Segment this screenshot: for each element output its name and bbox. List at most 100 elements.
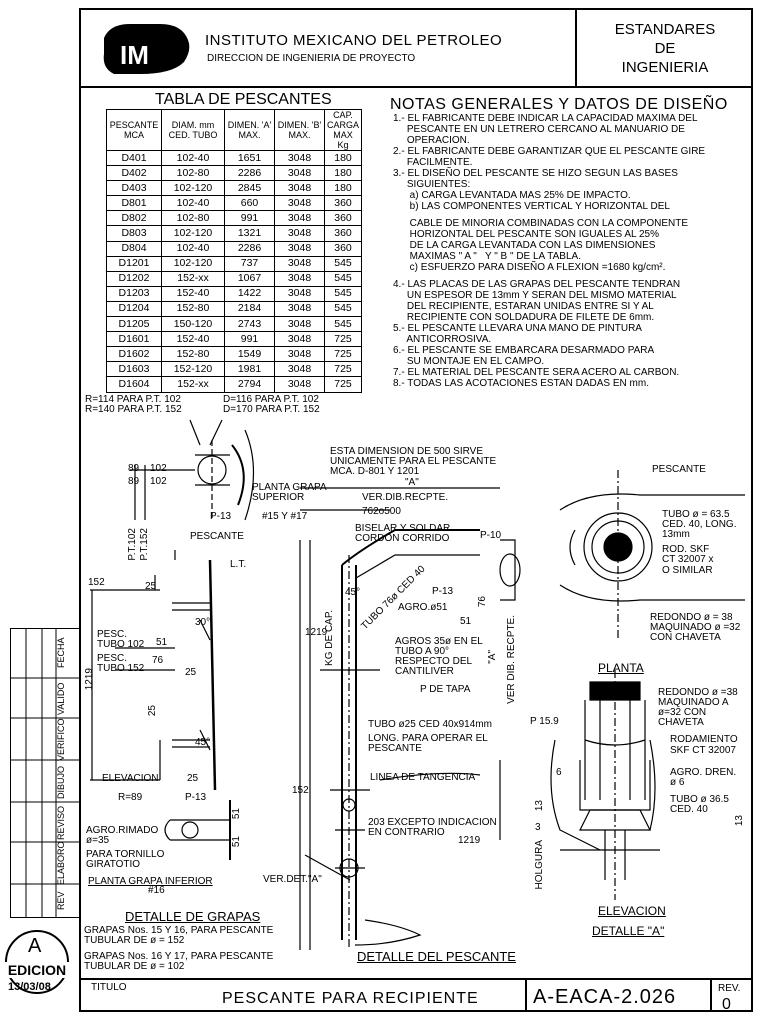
note-line: b) LAS COMPONENTES VERTICAL Y HORIZONTAL… [393, 201, 670, 212]
title-block-divider [79, 978, 753, 980]
revision-block [9, 627, 80, 918]
note-line: 8.- TODAS LAS ACOTACIONES ESTAN DADAS EN… [393, 378, 649, 389]
note-line: DE LA CARGA LEVANTADA CON LAS DIMENSIONE… [393, 240, 656, 251]
table-cell: 545 [324, 255, 362, 272]
table-cell: D1604 [106, 376, 162, 393]
note-line: 1.- EL FABRICANTE DEBE INDICAR LA CAPACI… [393, 113, 698, 124]
dim-25a: 25 [145, 581, 157, 592]
agros-d: CANTILIVER [395, 666, 454, 677]
agros-a: AGROS 35ø EN EL [395, 636, 483, 647]
plate-13-pescante: P-13 [432, 586, 454, 597]
rodam-a: RODAMIENTO [670, 734, 738, 745]
col-header-pescante: PESCANTE MCA [106, 109, 162, 151]
table-cell: 102-40 [161, 195, 225, 212]
lt-label: L.T. [230, 559, 247, 570]
red2-d: CHAVETA [658, 717, 704, 728]
note-line: DEL RECIPIENTE, ESTARAN UNIDAS ENTRE SI … [393, 301, 654, 312]
tubo-63-c: 13mm [662, 529, 690, 540]
table-cell: 545 [324, 285, 362, 302]
col-header-dim-b: DIMEN. 'B' MAX. [274, 109, 325, 151]
note-line: FACILMENTE. [393, 157, 473, 168]
tubo25-b: LONG. PARA OPERAR EL [368, 733, 488, 744]
titulo-label: TITULO [91, 982, 127, 993]
note-line: c) ESFUERZO PARA DISEÑO A FLEXION =1680 … [393, 262, 666, 273]
agro-dren-b: ø 6 [670, 777, 685, 788]
note-line: PESCANTE EN UN LETRERO CERCANO AL MANUAR… [393, 124, 685, 135]
note-line: 4.- LAS PLACAS DE LAS GRAPAS DEL PESCANT… [393, 279, 681, 290]
logo-text: IM [120, 40, 149, 70]
tubo365-a: TUBO ø 36.5 [670, 794, 729, 805]
grapa-planta-inferior [164, 800, 231, 860]
dim-a-vertical: "A" [487, 650, 498, 664]
grapas-note-1a: GRAPAS Nos. 15 Y 16, PARA PESCANTE [84, 925, 274, 936]
dim-1219b: 1219 [458, 835, 481, 846]
table-cell: 3048 [274, 180, 325, 197]
tubo365-b: CED. 40 [670, 804, 708, 815]
table-cell: 725 [324, 361, 362, 378]
excepto-a: 203 EXCEPTO INDICACION [368, 817, 497, 828]
table-cell: D1204 [106, 300, 162, 318]
title-block-sep-2 [710, 978, 712, 1012]
r89-label: R=89 [118, 792, 143, 803]
table-cell: 3048 [274, 225, 325, 242]
dim-102a: 102 [150, 463, 167, 474]
tubo-63-b: CED. 40, LONG. [662, 519, 737, 530]
detalle-a-title: DETALLE "A" [592, 924, 665, 938]
red2-b: MAQUINADO A [658, 697, 729, 708]
table-cell: 152-120 [161, 361, 225, 378]
red2-c: ø=32 CON [658, 707, 707, 718]
giratorio: GIRATOTIO [86, 859, 141, 870]
note-line: SU MONTAJE EN EL CAMPO. [393, 356, 545, 367]
table-header-row: PESCANTE MCA DIAM. mm CED. TUBO DIMEN. '… [106, 109, 362, 151]
pescante-label: PESCANTE [190, 531, 244, 542]
tubo25-c: PESCANTE [368, 743, 422, 754]
agros-b: TUBO A 90° [395, 646, 450, 657]
table-cell: 1651 [224, 149, 275, 167]
table-cell: 725 [324, 376, 362, 393]
standards-label: ESTANDARES DE INGENIERIA [614, 21, 716, 76]
table-cell: 2794 [224, 376, 275, 393]
fecha-label: FECHA [56, 637, 66, 669]
table-cell: 725 [324, 331, 362, 348]
grapas-note-2b: TUBULAR DE ø = 102 [84, 961, 185, 972]
agro-51: AGRO.ø51 [398, 602, 448, 613]
table-cell: 991 [224, 210, 275, 227]
table-cell: 152-xx [161, 376, 225, 393]
detail-a-elevacion [550, 670, 660, 900]
table-cell: 2743 [224, 316, 275, 333]
dim-102b: 102 [150, 476, 167, 487]
table-cell: 3048 [274, 376, 325, 393]
note-line: RECIPIENTE CON SOLDADURA DE FILETE DE 6m… [393, 312, 655, 323]
tubo25-a: TUBO ø25 CED 40x914mm [368, 719, 492, 730]
pesc-tubo-102: PESC. TUBO 102 [97, 629, 145, 650]
table-cell: 150-120 [161, 316, 225, 333]
agro-rimado: AGRO.RIMADO [86, 825, 159, 836]
elaboro-label: ELABORO [56, 841, 66, 885]
rod-c: O SIMILAR [662, 565, 713, 576]
cordon-label: CORDON CORRIDO [355, 533, 450, 544]
note-500c: MCA. D-801 Y 1201 [330, 466, 420, 477]
angle-30: 30° [195, 617, 211, 628]
de-tapa: P DE TAPA [420, 684, 471, 695]
tubo-63-a: TUBO ø = 63.5 [662, 509, 730, 520]
note-line: 5.- EL PESCANTE LLEVARA UNA MANO DE PINT… [393, 323, 642, 334]
drawing-title: PESCANTE PARA RECIPIENTE [222, 990, 479, 1007]
table-cell: 360 [324, 195, 362, 212]
institute-direction: DIRECCION DE INGENIERIA DE PROYECTO [207, 53, 416, 64]
dim-13a: 13 [734, 815, 745, 827]
note-line: HORIZONTAL DEL PESCANTE SON IGUALES AL 2… [393, 229, 660, 240]
drawing-frame [79, 8, 753, 1012]
dim-25b: 25 [185, 667, 197, 678]
redondo-c: CON CHAVETA [650, 632, 721, 643]
table-cell: 1549 [224, 346, 275, 363]
planta-label: PLANTA [598, 661, 644, 675]
dim-25c: 25 [147, 705, 158, 717]
table-cell: D802 [106, 210, 162, 227]
table-cell: 3048 [274, 210, 325, 227]
note-500b: UNICAMENTE PARA EL PESCANTE [330, 456, 497, 467]
